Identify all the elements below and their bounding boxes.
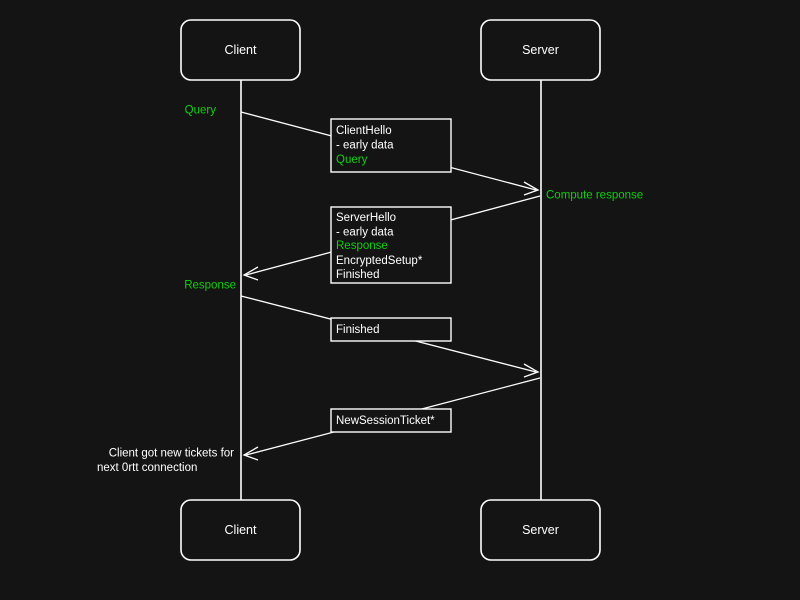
message-line-client-hello-0: ClientHello xyxy=(336,125,392,137)
actor-box-server-bottom[interactable] xyxy=(480,499,601,561)
note-compute-response: Compute response xyxy=(546,190,643,202)
message-line-finished-0: Finished xyxy=(336,324,379,336)
message-line-client-hello-1: - early data xyxy=(336,140,394,152)
note-client-tickets-line2: next 0rtt connection xyxy=(97,462,197,474)
arrowhead-finished xyxy=(523,363,540,378)
actor-label-client-bottom: Client xyxy=(225,523,257,537)
actor-label-server-bottom: Server xyxy=(522,523,559,537)
message-line-server-hello-4: Finished xyxy=(336,269,379,281)
arrowhead-server-hello xyxy=(242,266,259,281)
message-line-server-hello-1: - early data xyxy=(336,227,394,239)
actor-label-server-top: Server xyxy=(522,43,559,57)
actor-box-client-top[interactable] xyxy=(180,19,301,81)
note-client-tickets-line1: Client got new tickets for xyxy=(109,448,234,460)
message-box-new-session-ticket[interactable] xyxy=(330,408,452,433)
arrowhead-new-session-ticket xyxy=(242,446,259,461)
actor-label-client-top: Client xyxy=(225,43,257,57)
actor-box-server-top[interactable] xyxy=(480,19,601,81)
arrowhead-client-hello xyxy=(523,181,540,196)
message-box-server-hello[interactable] xyxy=(330,206,452,284)
message-line-server-hello-3: EncryptedSetup* xyxy=(336,255,423,267)
message-line-server-hello-2: Response xyxy=(336,240,388,252)
message-box-finished[interactable] xyxy=(330,317,452,342)
message-line-client-hello-2: Query xyxy=(336,154,368,166)
message-box-client-hello[interactable] xyxy=(330,118,452,173)
message-line-server-hello-0: ServerHello xyxy=(336,212,396,224)
message-line-new-session-ticket-0: NewSessionTicket* xyxy=(336,415,435,427)
actor-box-client-bottom[interactable] xyxy=(180,499,301,561)
note-query: Query xyxy=(185,105,217,117)
note-response: Response xyxy=(184,280,236,292)
